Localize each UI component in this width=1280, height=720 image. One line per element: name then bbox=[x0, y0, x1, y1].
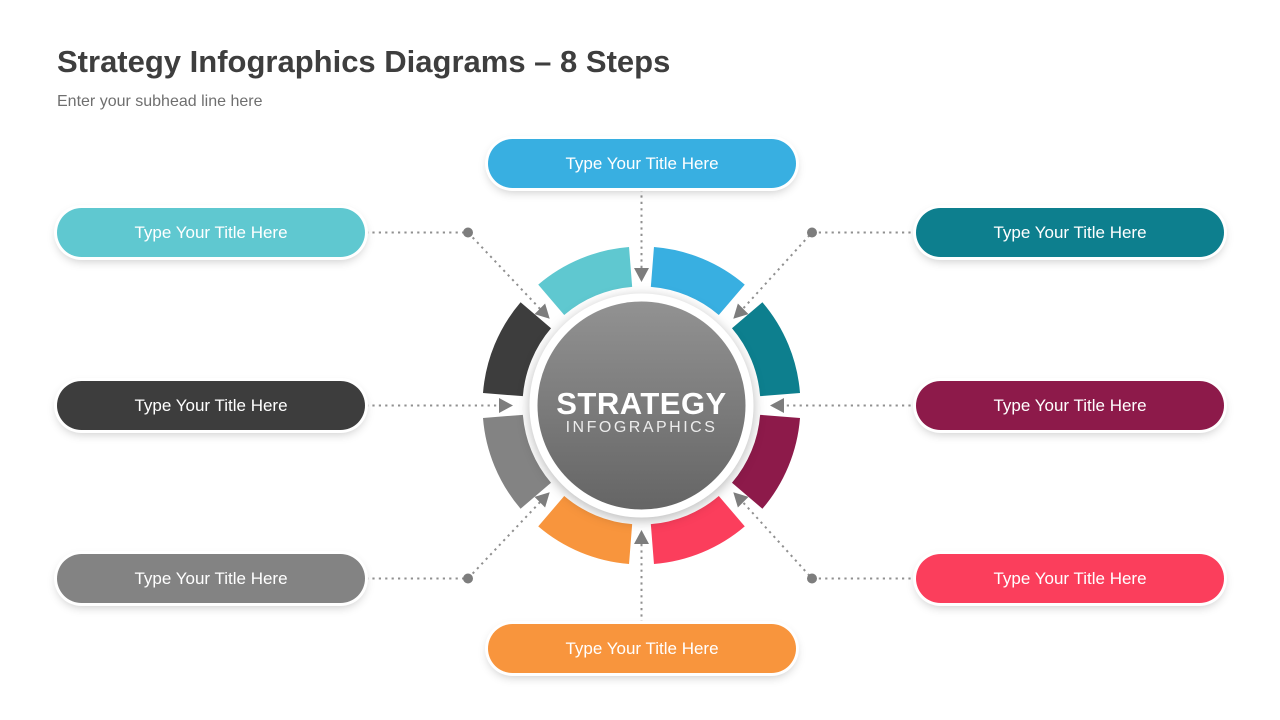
dotted-connector-line bbox=[739, 231, 917, 313]
arrowhead-icon bbox=[499, 398, 513, 413]
step-label: Type Your Title Here bbox=[993, 568, 1147, 588]
arrowhead-icon bbox=[733, 303, 749, 319]
step-label: Type Your Title Here bbox=[993, 222, 1147, 242]
segmented-ring bbox=[482, 246, 801, 565]
page-title: Strategy Infographics Diagrams – 8 Steps bbox=[57, 44, 671, 79]
step-label: Type Your Title Here bbox=[993, 395, 1147, 415]
ring-segment bbox=[650, 495, 745, 565]
step-pill-middle-right[interactable]: Type Your Title Here bbox=[916, 381, 1224, 430]
step-pill-upper-left[interactable]: Type Your Title Here bbox=[57, 208, 365, 257]
dotted-connector-line bbox=[739, 498, 917, 580]
arrowhead-icon bbox=[733, 492, 749, 508]
ring-segment bbox=[482, 302, 552, 397]
connector-elbow-dot bbox=[807, 227, 817, 238]
center-circle-ring bbox=[529, 293, 754, 518]
step-pill-lower-right[interactable]: Type Your Title Here bbox=[916, 554, 1224, 603]
arrowhead-icon bbox=[534, 303, 550, 319]
step-label: Type Your Title Here bbox=[565, 638, 719, 658]
subhead-placeholder[interactable]: Enter your subhead line here bbox=[57, 93, 263, 110]
step-label: Type Your Title Here bbox=[134, 222, 288, 242]
center-subtitle: INFOGRAPHICS bbox=[566, 419, 718, 436]
connector-lines bbox=[366, 189, 917, 623]
connector-elbow-dot bbox=[463, 573, 473, 584]
arrowhead-icon bbox=[634, 530, 649, 544]
connector-elbow-dot bbox=[463, 227, 473, 238]
step-pill-lower-left[interactable]: Type Your Title Here bbox=[57, 554, 365, 603]
ring-segment bbox=[538, 246, 633, 316]
ring-segment bbox=[482, 414, 552, 509]
step-label: Type Your Title Here bbox=[134, 568, 288, 588]
center-title: STRATEGY bbox=[556, 386, 727, 421]
arrowhead-icon bbox=[770, 398, 784, 413]
step-pill-top[interactable]: Type Your Title Here bbox=[488, 139, 796, 188]
ring-segment bbox=[731, 302, 801, 397]
step-label: Type Your Title Here bbox=[565, 153, 719, 173]
dotted-connector-line bbox=[366, 498, 544, 580]
dotted-connector-line bbox=[366, 231, 544, 313]
step-pill-upper-right[interactable]: Type Your Title Here bbox=[916, 208, 1224, 257]
step-pill-middle-left[interactable]: Type Your Title Here bbox=[57, 381, 365, 430]
ring-segment bbox=[650, 246, 745, 316]
center-circle bbox=[537, 301, 746, 510]
step-label: Type Your Title Here bbox=[134, 395, 288, 415]
arrowhead-icon bbox=[534, 492, 550, 508]
arrowhead-icon bbox=[634, 268, 649, 282]
ring-segment bbox=[731, 414, 801, 509]
step-pill-bottom[interactable]: Type Your Title Here bbox=[488, 624, 796, 673]
connector-elbow-dot bbox=[807, 573, 817, 584]
ring-segment bbox=[538, 495, 633, 565]
